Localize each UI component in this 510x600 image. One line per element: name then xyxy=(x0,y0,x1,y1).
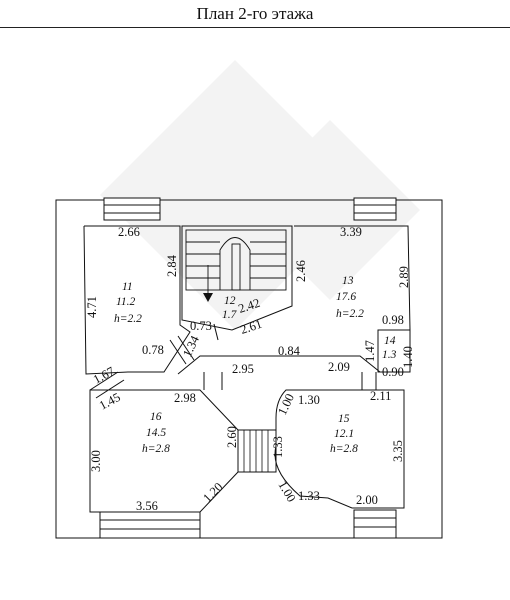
room-15-area: 12.1 xyxy=(334,428,354,440)
room-11-outline xyxy=(83,225,191,375)
room-12-area: 1.7 xyxy=(222,309,238,321)
dim-label: 2.66 xyxy=(118,225,140,239)
corridor-stair xyxy=(237,429,277,473)
dim-label: 1.67 xyxy=(91,364,117,387)
room-16-height: h=2.8 xyxy=(142,443,170,455)
room-16-area: 14.5 xyxy=(146,427,166,439)
plan-title: План 2-го этажа xyxy=(196,4,314,23)
dim-label: 1.33 xyxy=(298,489,320,503)
dim-label: 1.34 xyxy=(180,333,202,359)
room-14-outline xyxy=(377,329,411,373)
room-12-outline xyxy=(181,225,293,331)
dim-label: 1.47 xyxy=(363,340,377,362)
room-13-number: 13 xyxy=(342,275,354,287)
dim-label: 3.39 xyxy=(340,225,362,239)
dim-label: 2.84 xyxy=(165,254,179,277)
dim-label: 2.60 xyxy=(225,426,239,448)
room-15-number: 15 xyxy=(338,413,350,425)
room-15-height: h=2.8 xyxy=(330,443,358,455)
dim-label: 2.42 xyxy=(237,296,262,316)
dim-label: 4.71 xyxy=(85,296,99,318)
room-14-area: 1.3 xyxy=(382,349,397,361)
dim-label: 3.35 xyxy=(391,440,405,462)
dim-label: 0.73 xyxy=(190,319,212,333)
dim-label: 1.30 xyxy=(298,393,320,407)
dim-label: 1.20 xyxy=(200,480,225,505)
dim-label: 2.98 xyxy=(174,391,196,405)
dim-label: 1.45 xyxy=(97,390,123,413)
dim-label: 0.84 xyxy=(278,344,301,358)
dim-label: 2.11 xyxy=(370,389,391,403)
dim-label: 2.95 xyxy=(232,362,254,376)
room-11-area: 11.2 xyxy=(116,296,136,308)
dim-label: 0.90 xyxy=(382,365,404,379)
room-12-number: 12 xyxy=(224,295,236,307)
dim-label: 1.33 xyxy=(271,436,285,458)
dim-label: 0.78 xyxy=(142,343,164,357)
dim-label: 2.61 xyxy=(239,317,264,337)
room-14-number: 14 xyxy=(384,335,396,347)
windows xyxy=(99,197,397,539)
stair-arrow-icon xyxy=(203,293,213,302)
outer-frame xyxy=(55,199,443,539)
dim-label: 1.00 xyxy=(275,479,298,505)
title-underline xyxy=(0,27,510,28)
room-16-number: 16 xyxy=(150,411,162,423)
dim-label: 2.00 xyxy=(356,493,378,507)
door-marks xyxy=(89,323,377,399)
dim-label: 1.00 xyxy=(275,392,297,418)
dim-label: 1.40 xyxy=(401,346,415,368)
watermark xyxy=(100,60,420,330)
room-13-height: h=2.2 xyxy=(336,308,364,320)
corridor-treads xyxy=(243,430,269,472)
main-stair xyxy=(185,229,287,296)
dim-label: 2.09 xyxy=(328,360,350,374)
room-11-number: 11 xyxy=(122,281,133,293)
room-13-area: 17.6 xyxy=(336,291,356,303)
dim-label: 2.89 xyxy=(397,266,411,288)
dim-label: 3.00 xyxy=(89,450,103,472)
dim-label: 3.56 xyxy=(136,499,158,513)
dim-label: 2.46 xyxy=(294,260,308,282)
room-11-height: h=2.2 xyxy=(114,313,142,325)
room-15-outline xyxy=(274,389,405,509)
dim-label: 0.98 xyxy=(382,313,404,327)
